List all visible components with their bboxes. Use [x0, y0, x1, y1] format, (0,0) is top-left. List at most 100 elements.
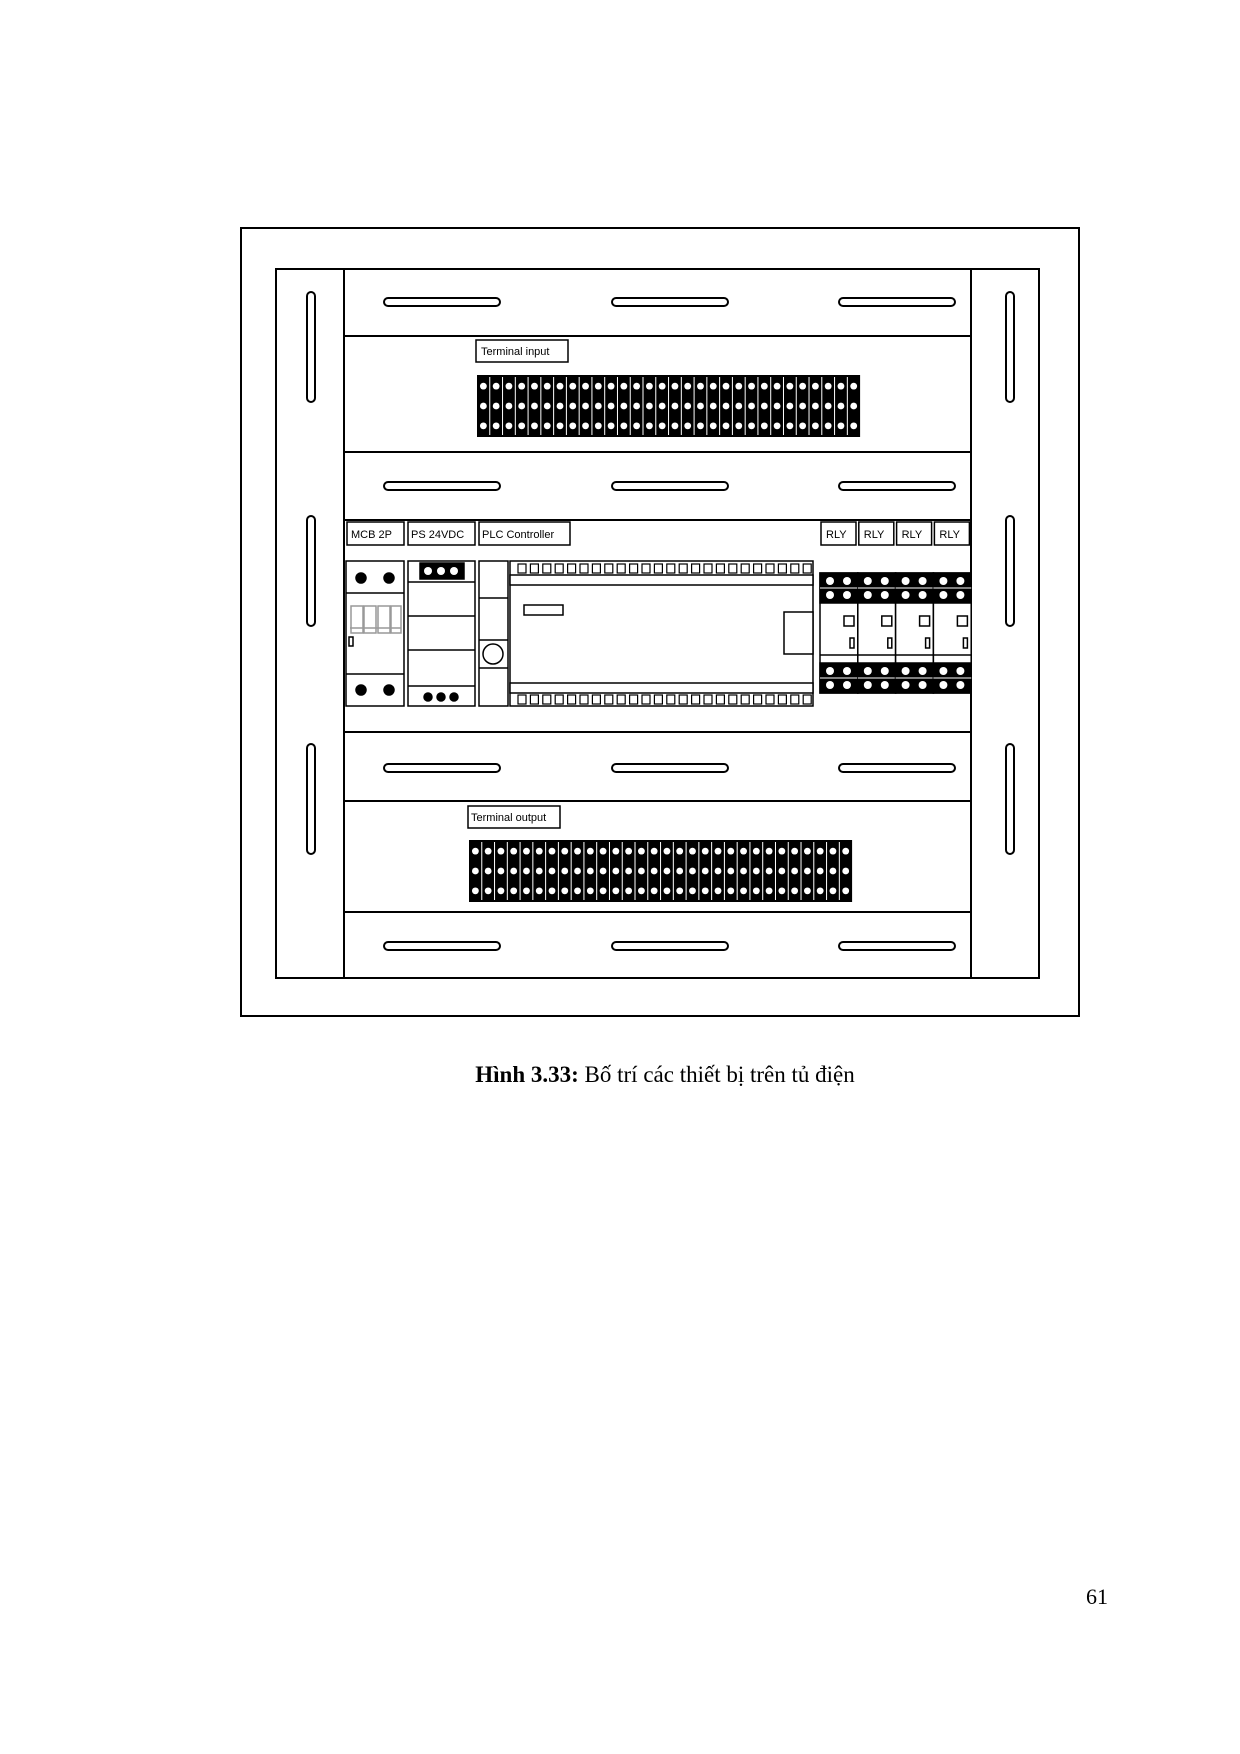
mounting-plate: [275, 268, 1040, 979]
terminal-screw: [701, 847, 709, 855]
rail-slot: [383, 763, 501, 773]
terminal-screw: [586, 887, 594, 895]
plc-terminal: [653, 563, 664, 574]
terminal-screw: [531, 382, 538, 390]
terminal-screw: [625, 847, 633, 855]
terminal-screw: [701, 887, 709, 895]
terminal-screw: [645, 422, 653, 430]
terminal-screw: [850, 382, 858, 390]
terminal-screw: [569, 382, 577, 390]
plc-terminals-bottom: [517, 694, 812, 705]
cabinet-outer-frame: [240, 227, 1080, 1017]
terminal-screw: [582, 402, 589, 410]
plc-terminal: [728, 694, 738, 705]
terminal-screw: [510, 867, 518, 875]
terminal-screw: [625, 867, 633, 875]
terminal-screw: [518, 422, 526, 430]
rail-slot: [383, 481, 501, 491]
horizontal-dividers: [344, 335, 971, 913]
mcb-label: MCB 2P: [351, 529, 392, 541]
plc-terminal: [703, 694, 713, 705]
terminal-screw: [812, 402, 819, 410]
plc-terminal: [529, 563, 540, 574]
terminal-input-block: [477, 375, 861, 437]
plc-terminal: [579, 694, 589, 705]
terminal-screw: [748, 382, 755, 390]
terminal-screw: [650, 887, 658, 895]
terminal-screw: [837, 402, 845, 410]
plc-terminal: [802, 563, 812, 574]
plc-terminal: [703, 563, 713, 574]
terminal-screw: [663, 887, 671, 895]
relay-module: [894, 572, 935, 694]
terminal-screw: [791, 867, 799, 875]
terminal-screw: [722, 382, 730, 390]
terminal-screw: [556, 422, 564, 430]
terminal-screw: [637, 887, 645, 895]
terminal-screw: [569, 402, 577, 410]
terminal-screw: [548, 847, 556, 855]
terminal-screw: [671, 382, 679, 390]
terminal-screw: [773, 402, 781, 410]
terminal-input-label: Terminal input: [481, 346, 549, 358]
terminal-screw: [676, 847, 684, 855]
rail-slot: [838, 297, 956, 307]
terminal-screw: [633, 382, 641, 390]
terminal-screw: [709, 422, 717, 430]
terminal-screw: [842, 867, 850, 875]
mounting-slot: [1005, 743, 1015, 855]
terminal-screw: [748, 402, 755, 410]
terminal-screw: [518, 382, 526, 390]
terminal-screw: [760, 402, 768, 410]
terminal-screw: [586, 867, 594, 875]
terminal-screw: [645, 402, 653, 410]
terminal-screw: [837, 382, 845, 390]
terminal-screw: [479, 382, 487, 390]
terminal-screw: [594, 382, 602, 390]
plc-terminal: [802, 694, 812, 705]
rail-slot: [611, 481, 729, 491]
plc-terminal: [554, 563, 564, 574]
terminal-screw: [612, 887, 620, 895]
terminal-screw: [701, 867, 709, 875]
terminal-screw: [804, 867, 811, 875]
terminal-screw: [548, 867, 556, 875]
relay-module: [932, 572, 972, 694]
terminal-screw: [582, 422, 589, 430]
relay-module: [819, 572, 859, 694]
plc-terminal: [628, 563, 639, 574]
rail-slot: [838, 481, 956, 491]
figure-caption: Hình 3.33: Bố trí các thiết bị trên tủ đ…: [0, 1062, 1240, 1088]
page-number: 61: [1086, 1584, 1108, 1609]
terminal-screw: [637, 847, 645, 855]
terminal-screw: [594, 402, 602, 410]
terminal-screw: [714, 867, 722, 875]
plc-terminals-top: [517, 563, 812, 574]
terminal-screw: [760, 422, 768, 430]
terminal-input-group: Terminal input: [475, 339, 861, 437]
terminal-screw: [620, 382, 628, 390]
terminal-screw: [824, 382, 832, 390]
rail-slot: [838, 763, 956, 773]
terminal-screw: [510, 887, 518, 895]
terminal-screw: [607, 422, 615, 430]
terminal-screw: [505, 422, 513, 430]
terminal-screw: [492, 422, 500, 430]
plc-terminal: [517, 694, 527, 705]
mounting-slot: [306, 743, 316, 855]
terminal-screw: [778, 867, 786, 875]
terminal-screw: [658, 382, 666, 390]
terminal-screw: [523, 887, 530, 895]
terminal-screw: [471, 847, 479, 855]
terminal-screw: [586, 847, 594, 855]
terminal-screw: [543, 422, 551, 430]
terminal-screw: [535, 847, 543, 855]
mounting-slot: [306, 291, 316, 403]
terminal-screw: [543, 402, 551, 410]
terminal-screw: [837, 422, 845, 430]
terminal-screw: [535, 887, 543, 895]
terminal-screw: [607, 382, 615, 390]
terminal-screw: [684, 422, 692, 430]
rail-slot: [611, 763, 729, 773]
terminal-screw: [518, 402, 526, 410]
